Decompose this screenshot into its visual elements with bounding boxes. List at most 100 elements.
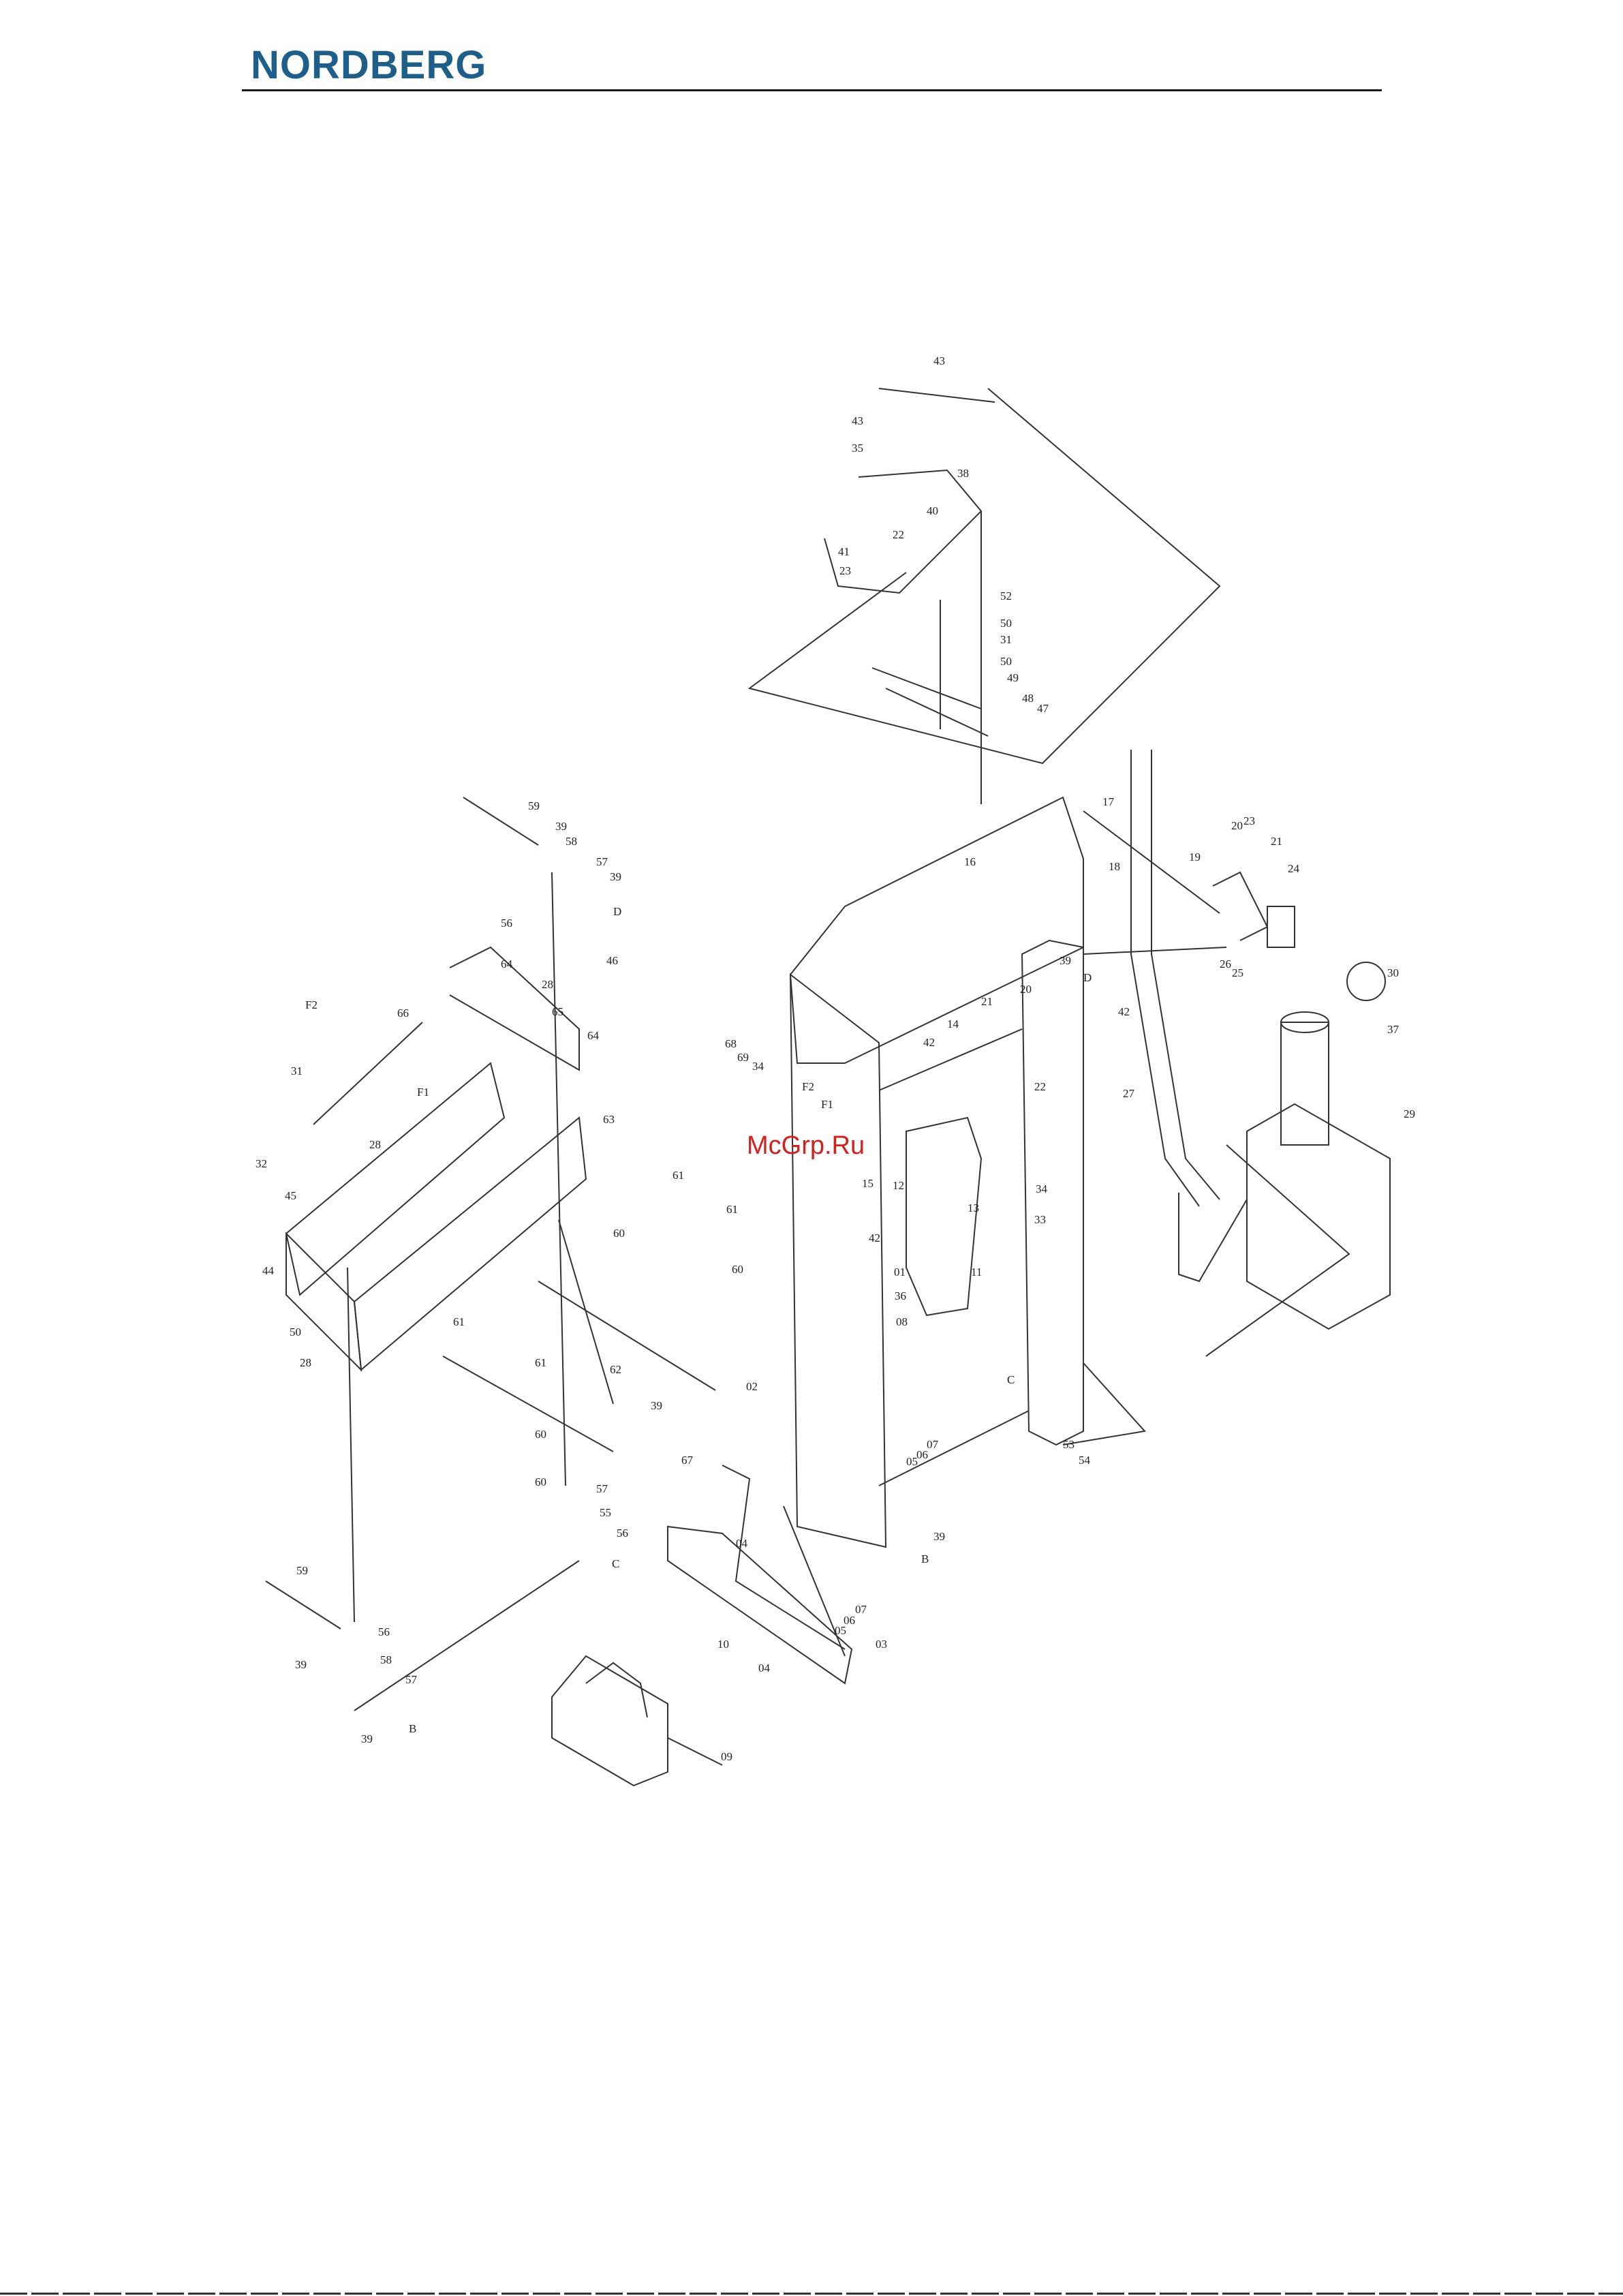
winch-cable-left xyxy=(347,1267,355,1623)
callout-label: 34 xyxy=(752,1060,764,1073)
callout-label: 39 xyxy=(1060,954,1071,967)
callout-label: 60 xyxy=(732,1263,743,1276)
callout-label: 43 xyxy=(933,354,945,367)
winch-mount-plate xyxy=(449,946,580,1071)
hose-2 xyxy=(1151,750,1220,1200)
callout-label: 33 xyxy=(1034,1213,1046,1226)
base-strut-2 xyxy=(783,1505,846,1657)
callout-label: 69 xyxy=(737,1051,749,1064)
bed-roller-line-2 xyxy=(442,1356,614,1452)
frame-head xyxy=(789,796,1084,1064)
callout-label: 12 xyxy=(893,1179,904,1192)
callout-label: 32 xyxy=(256,1157,267,1170)
callout-label: 61 xyxy=(673,1169,684,1182)
callout-label: 50 xyxy=(1000,617,1012,630)
watermark: McGrp.Ru xyxy=(747,1131,865,1160)
callout-label: B xyxy=(409,1722,416,1735)
callout-label: 05 xyxy=(835,1624,846,1637)
callout-label: 46 xyxy=(606,954,618,967)
callout-label: F1 xyxy=(821,1098,833,1111)
callout-label: 39 xyxy=(933,1530,945,1543)
callout-label: 07 xyxy=(855,1603,867,1616)
callout-label: 21 xyxy=(1271,835,1282,848)
hose-line-top xyxy=(1083,810,1220,914)
top-spring-bar-2 xyxy=(885,688,989,737)
callout-label: 19 xyxy=(1189,851,1201,863)
callout-label: 58 xyxy=(566,835,577,848)
top-leader-box xyxy=(747,388,1221,765)
winch-cable-right xyxy=(551,872,566,1486)
callout-label: 56 xyxy=(378,1625,390,1638)
winch-frame-top xyxy=(285,1062,506,1296)
callout-label: 43 xyxy=(852,414,863,427)
callout-label: 20 xyxy=(1020,983,1032,996)
hose-leader xyxy=(1205,1144,1350,1357)
callout-label: 22 xyxy=(1034,1080,1046,1093)
callout-label: F2 xyxy=(305,998,318,1011)
bottom-shaft xyxy=(265,1580,341,1629)
top-bar xyxy=(878,388,995,403)
callout-label: 04 xyxy=(758,1662,771,1674)
hose-return xyxy=(1178,1193,1248,1283)
base-foot xyxy=(667,1525,853,1685)
callout-label: C xyxy=(612,1557,619,1570)
callout-label: 15 xyxy=(862,1177,874,1190)
callout-label: 31 xyxy=(1000,633,1012,646)
winch-frame-side xyxy=(285,1231,362,1372)
callout-label: 53 xyxy=(1063,1438,1075,1451)
callout-label: 35 xyxy=(852,442,863,455)
callout-label: 39 xyxy=(651,1399,662,1412)
callout-label: 42 xyxy=(869,1231,880,1244)
top-mount-outline xyxy=(824,469,983,594)
callout-label: 66 xyxy=(397,1007,409,1020)
callout-label: 30 xyxy=(1387,966,1399,979)
frame-crossbar-2 xyxy=(878,1410,1030,1486)
diagram-linework xyxy=(265,388,1391,1787)
base-strut xyxy=(722,1465,846,1650)
callout-label: 09 xyxy=(721,1750,732,1763)
callout-label: 67 xyxy=(681,1454,694,1467)
callout-label: 61 xyxy=(535,1356,546,1369)
callout-label: 05 xyxy=(906,1455,918,1468)
callout-label: 63 xyxy=(603,1113,615,1126)
callout-label: 10 xyxy=(717,1638,729,1651)
top-shaft xyxy=(463,797,539,846)
callout-label: 06 xyxy=(844,1614,855,1627)
valve-block-plate xyxy=(1212,871,1269,941)
callout-label: 60 xyxy=(535,1475,546,1488)
callout-label: 21 xyxy=(981,995,993,1008)
callout-label: 42 xyxy=(1118,1005,1130,1018)
callout-label: 52 xyxy=(1000,590,1012,602)
winch-plate xyxy=(313,1022,423,1125)
callout-label: 41 xyxy=(838,545,850,558)
callout-label: B xyxy=(921,1552,929,1565)
callout-label: 27 xyxy=(1123,1087,1135,1100)
winch-frame-bottom xyxy=(353,1116,587,1371)
callout-label: 62 xyxy=(610,1363,621,1376)
pressure-gauge xyxy=(1346,962,1386,1001)
callout-label: 20 xyxy=(1231,819,1243,832)
brand-logo: NORDBERG xyxy=(251,43,487,87)
callout-label: 45 xyxy=(285,1189,296,1202)
callout-label: 50 xyxy=(290,1326,301,1338)
callout-label: 28 xyxy=(300,1356,311,1369)
callout-label: 34 xyxy=(1036,1182,1048,1195)
bed-pin xyxy=(558,1219,614,1405)
callout-label: 02 xyxy=(746,1380,758,1393)
callout-label: 50 xyxy=(1000,655,1012,668)
v-block-leader xyxy=(667,1737,723,1766)
callout-label: 61 xyxy=(453,1315,465,1328)
pump-motor-top xyxy=(1280,1011,1329,1033)
frame-left-post xyxy=(789,973,887,1548)
frame-right-post xyxy=(1021,939,1084,1446)
callout-label: 39 xyxy=(610,870,621,883)
callout-label: 31 xyxy=(291,1065,303,1077)
top-spring-bar xyxy=(871,667,982,709)
lower-cable-leader xyxy=(354,1560,580,1711)
callout-label: 08 xyxy=(896,1315,908,1328)
v-block xyxy=(551,1655,668,1787)
callout-label: 04 xyxy=(736,1537,748,1550)
callout-label: 36 xyxy=(895,1289,906,1302)
callout-label: 28 xyxy=(369,1138,381,1151)
v-block-notch xyxy=(585,1662,648,1718)
